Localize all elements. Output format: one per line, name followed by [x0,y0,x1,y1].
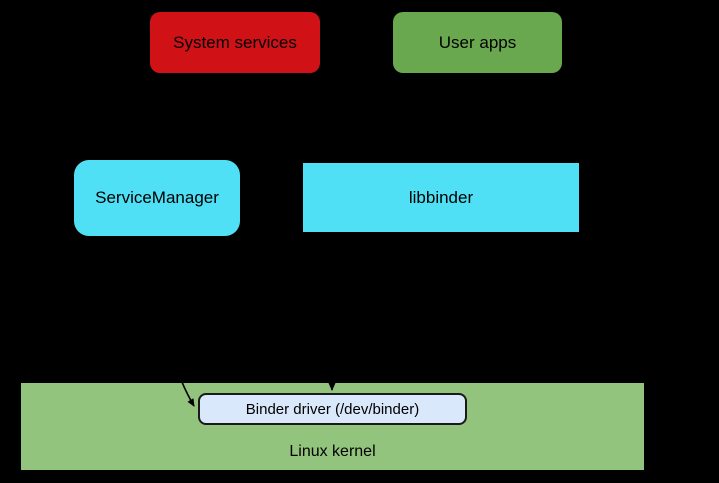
libbinder-label: libbinder [408,187,474,207]
user-apps-label: User apps [438,32,517,52]
user-apps-node: User apps [393,12,562,73]
binder-driver-label: Binder driver (/dev/binder) [245,400,420,418]
arrow-servicemanager-to-binder-driver [156,237,195,407]
system-services-label: System services [173,32,297,52]
binder-driver-node: Binder driver (/dev/binder) [198,393,467,425]
linux-kernel-label: Linux kernel [289,443,376,460]
libbinder-node: libbinder [303,163,579,232]
servicemanager-node: ServiceManager [74,160,240,236]
servicemanager-label: ServiceManager [95,188,219,207]
system-services-node: System services [150,12,320,73]
